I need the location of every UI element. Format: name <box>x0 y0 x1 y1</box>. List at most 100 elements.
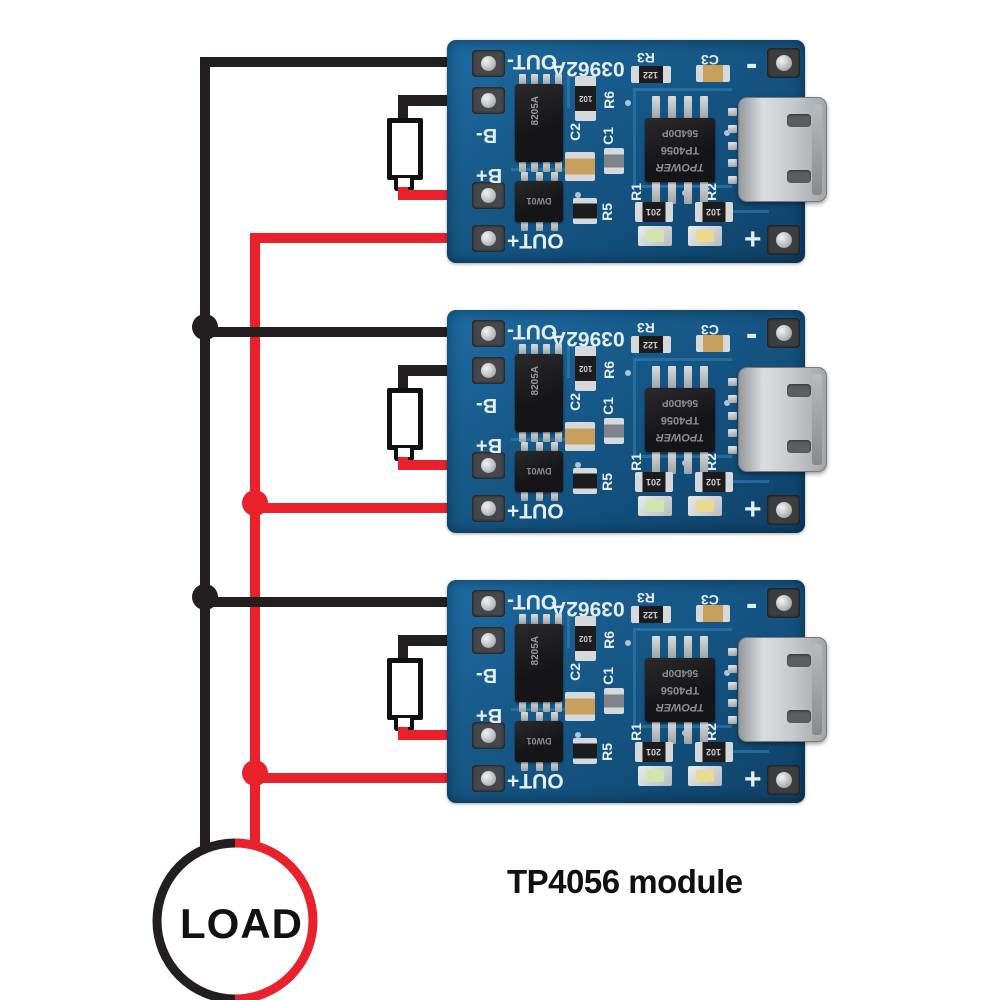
capacitor-c1 <box>604 688 624 714</box>
pad-hole <box>481 596 496 611</box>
pcb-trace <box>633 88 732 188</box>
diagram-caption: TP4056 module <box>507 863 743 900</box>
chip-pin <box>543 344 550 355</box>
usb-solder-pin <box>728 716 737 724</box>
tp4056-chip: 564D0P TP4056 TPOWER <box>645 388 715 452</box>
in-minus-label: - <box>746 315 758 353</box>
r3-label: R3 <box>637 320 655 336</box>
pad-hole <box>775 595 792 611</box>
battery-symbol <box>387 118 423 180</box>
pad-hole <box>775 55 792 71</box>
micro-usb-connector <box>738 637 827 742</box>
capacitor-c3 <box>696 605 730 622</box>
pad-hole <box>481 728 496 743</box>
chip-pin <box>543 161 550 172</box>
pad-hole <box>481 93 496 108</box>
pcb-trace <box>729 210 769 213</box>
r1-label: R1 <box>628 183 644 201</box>
resistor-r2: 102 <box>695 742 733 762</box>
chip-pin <box>551 762 558 771</box>
r5-label: R5 <box>599 473 615 491</box>
resistor-r6: 102 <box>575 76 596 121</box>
chip-pin <box>700 721 708 744</box>
in-plus-pad <box>767 225 800 255</box>
capacitor-c1 <box>604 148 624 174</box>
chip-pin <box>543 431 550 442</box>
in-plus-label: + <box>744 223 762 256</box>
battery-symbol <box>387 658 423 720</box>
b-minus-wire-horizontal <box>398 365 480 376</box>
protection-chip-marking: 8205A <box>530 636 541 666</box>
pcb-via <box>575 192 581 198</box>
pcb-trace <box>633 358 732 458</box>
chip-pin <box>555 161 562 172</box>
pcb-via <box>625 640 631 646</box>
tp4056-module-3: OUT- 03962A B- B+ OUT+ R3 C3 R6 C2 C1 R1… <box>0 580 1000 805</box>
tp4056-pcb: OUT- 03962A B- B+ OUT+ R3 C3 R6 C2 C1 R1… <box>447 580 827 803</box>
pad-hole <box>481 56 496 71</box>
chip-pin <box>684 636 692 659</box>
pad-hole <box>775 772 792 788</box>
usb-shell-edge <box>812 374 822 465</box>
r5-label: R5 <box>599 743 615 761</box>
resistor-r6: 102 <box>575 616 596 661</box>
b-plus-wire-horizontal <box>398 190 480 200</box>
pcb-trace <box>567 338 570 378</box>
resistor-r5 <box>573 738 597 764</box>
out-plus-wire <box>250 503 480 513</box>
in-minus-label: - <box>746 585 758 623</box>
chip-pin <box>668 366 676 389</box>
pcb-trace <box>729 480 769 483</box>
micro-usb-connector <box>738 97 827 202</box>
charge-led <box>638 496 672 516</box>
pad-hole <box>481 501 496 516</box>
chip-pin <box>521 172 528 181</box>
protection-chip-8205a: 8205A <box>515 624 563 702</box>
chip-pin <box>668 181 676 204</box>
capacitor-c3 <box>696 335 730 352</box>
out-plus-label: OUT+ <box>507 229 564 252</box>
chip-pin <box>684 181 692 204</box>
usb-mount-hole <box>787 654 811 667</box>
chip-pin <box>536 492 543 501</box>
chip-pin <box>521 492 528 501</box>
capacitor-c2 <box>565 422 595 451</box>
tp4056-chip-marking: 564D0P <box>661 667 699 678</box>
pcb-via <box>625 100 631 106</box>
usb-solder-pin <box>728 429 737 437</box>
chip-pin <box>536 172 543 181</box>
b-plus-label: B+ <box>476 704 503 726</box>
b-plus-pad <box>472 452 505 479</box>
b-minus-wire-vertical <box>398 635 408 660</box>
usb-solder-pin <box>728 648 737 656</box>
resistor-r3: 122 <box>631 66 671 83</box>
in-minus-pad <box>767 588 800 618</box>
usb-solder-pin <box>728 125 737 133</box>
chip-pin <box>543 614 550 625</box>
chip-pin <box>684 96 692 119</box>
usb-solder-pin <box>728 699 737 707</box>
usb-solder-pin <box>728 395 737 403</box>
tp4056-chip-marking: TPOWER <box>655 161 705 173</box>
chip-pin <box>652 181 660 204</box>
pcb-trace <box>567 68 570 108</box>
resistor-r6-value: 102 <box>578 94 593 103</box>
chip-pin <box>551 172 558 181</box>
resistor-r2-value: 102 <box>706 747 722 757</box>
out-minus-label: OUT- <box>507 590 558 613</box>
b-plus-label: B+ <box>476 434 503 456</box>
negative-bus-wire <box>200 57 210 865</box>
resistor-r1: 201 <box>635 202 673 222</box>
chip-pin <box>652 96 660 119</box>
resistor-r3-value: 122 <box>643 70 659 80</box>
b-plus-label: B+ <box>476 164 503 186</box>
usb-mount-hole <box>787 440 811 453</box>
chip-pin <box>543 701 550 712</box>
chip-pin <box>536 222 543 231</box>
resistor-r1-value: 201 <box>646 477 662 487</box>
full-led <box>688 766 722 786</box>
pad-hole <box>775 232 792 248</box>
resistor-r3-value: 122 <box>643 610 659 620</box>
r1-label: R1 <box>628 453 644 471</box>
usb-shell-edge <box>812 104 822 195</box>
